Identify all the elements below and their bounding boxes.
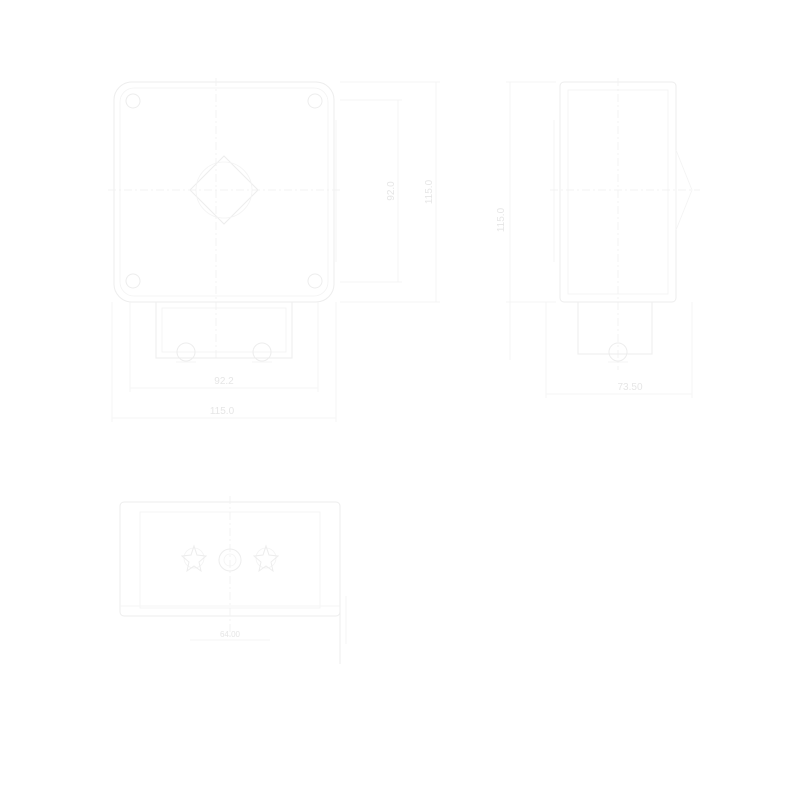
dimension-label-115-0: 115.0 — [210, 406, 235, 417]
gland-rosette — [180, 544, 208, 573]
mounting-hole — [307, 273, 323, 289]
side-view: 115.0 73.50 — [496, 78, 700, 398]
dimension-label-side-height: 115.0 — [496, 207, 507, 232]
bottom-view: 64.00 — [119, 496, 347, 664]
front-view: 92.2 115.0 — [108, 78, 340, 422]
enclosure-outline — [113, 81, 335, 303]
enclosure-inner-edge — [119, 87, 329, 297]
side-gland-block — [577, 301, 653, 355]
cable-gland — [176, 342, 196, 362]
dimension-label-92-0: 92.0 — [386, 181, 397, 201]
cable-gland — [608, 342, 628, 362]
gland-rosette — [252, 544, 280, 573]
actuator-cutout — [189, 155, 259, 225]
mounting-hole — [125, 93, 141, 109]
mounting-hole — [125, 273, 141, 289]
gland-block-inner — [161, 307, 287, 353]
dimension-label-92-2: 92.2 — [214, 376, 234, 387]
gland-block — [155, 301, 293, 359]
cable-gland — [252, 342, 272, 362]
dimension-label-bottom: 64.00 — [220, 630, 241, 639]
dimension-label-73-50: 73.50 — [617, 382, 642, 393]
mounting-hole — [307, 93, 323, 109]
height-dimensions: 92.0 115.0 — [340, 81, 440, 303]
actuator-profile — [675, 149, 693, 231]
dimension-label-115-0-vertical: 115.0 — [424, 179, 435, 204]
